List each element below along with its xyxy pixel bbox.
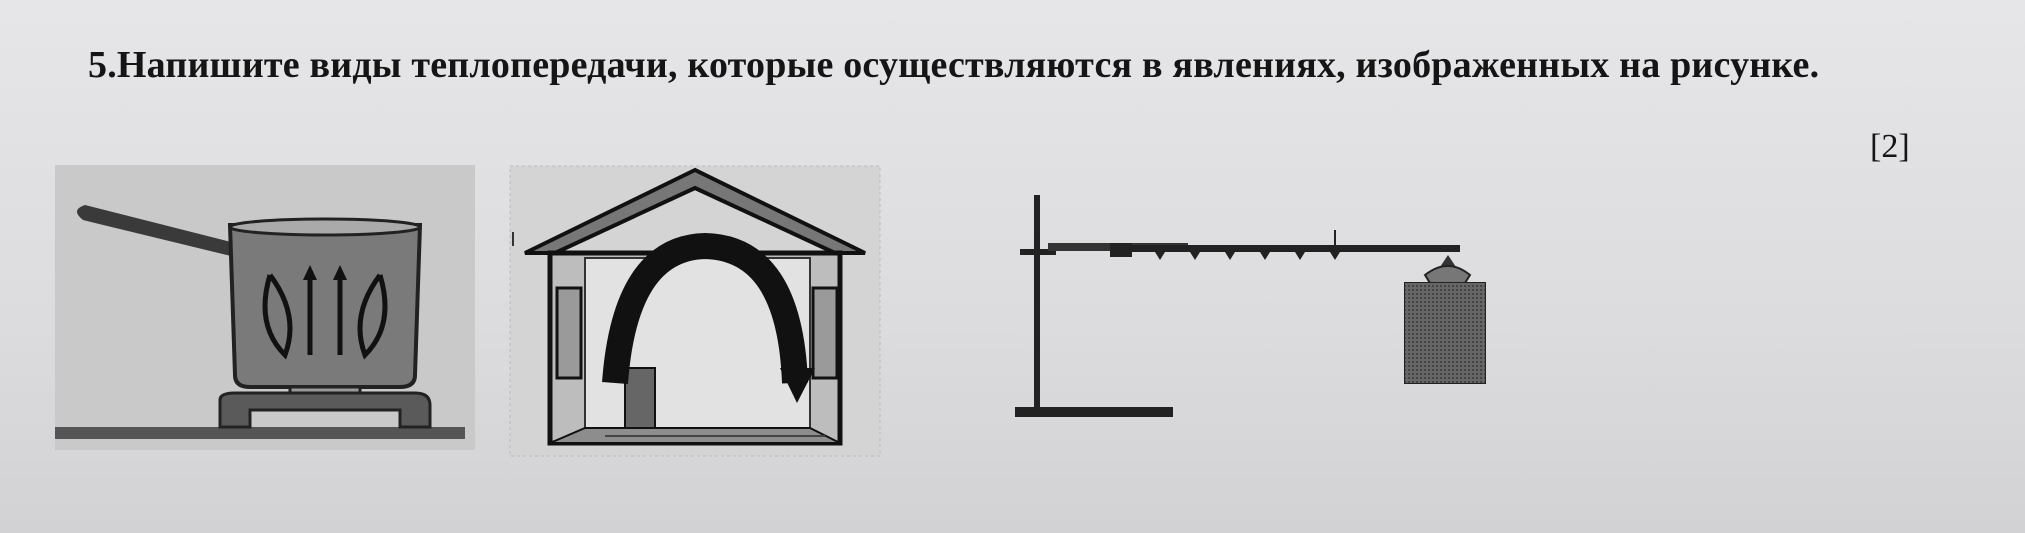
question-text: 5.Напишите виды теплопередачи, которые о… (88, 44, 1820, 86)
marks-label: [2] (1870, 128, 1910, 165)
house-air-circulation-icon (509, 165, 881, 457)
heated-rod-on-stand-icon (1015, 195, 1486, 417)
pot-on-burner-icon (55, 165, 475, 450)
stray-mark (512, 232, 514, 246)
